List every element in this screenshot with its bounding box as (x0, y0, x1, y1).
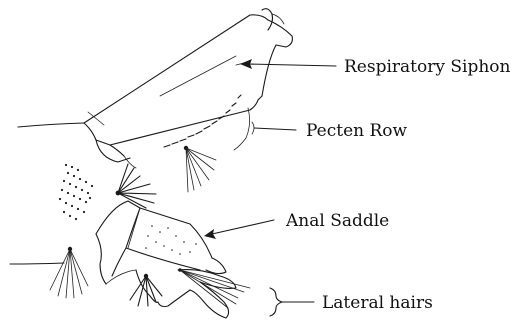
siphon-hair-tuft (184, 146, 216, 192)
pecten-leader-bracket (252, 122, 296, 134)
label-lateral-hairs: Lateral hairs (322, 293, 433, 313)
lateral-hair-tuft-center (130, 274, 162, 306)
siphon-leader-arrow (240, 59, 336, 69)
respiratory-siphon (84, 9, 292, 162)
anal-segment (50, 201, 250, 318)
abdominal-segment-viii (10, 123, 156, 264)
segment-hair-tuft (116, 164, 156, 208)
label-anal-saddle: Anal Saddle (285, 211, 389, 231)
anal-saddle (126, 208, 212, 270)
saddle-leader-arrow (204, 220, 274, 239)
comb-scale-patch (59, 164, 93, 220)
lateral-leader-brace (270, 288, 314, 316)
lateral-hair-tuft-left (50, 247, 88, 298)
pecten-row (164, 95, 250, 192)
label-respiratory-siphon: Respiratory Siphon (344, 57, 511, 77)
label-pecten-row: Pecten Row (306, 121, 408, 141)
